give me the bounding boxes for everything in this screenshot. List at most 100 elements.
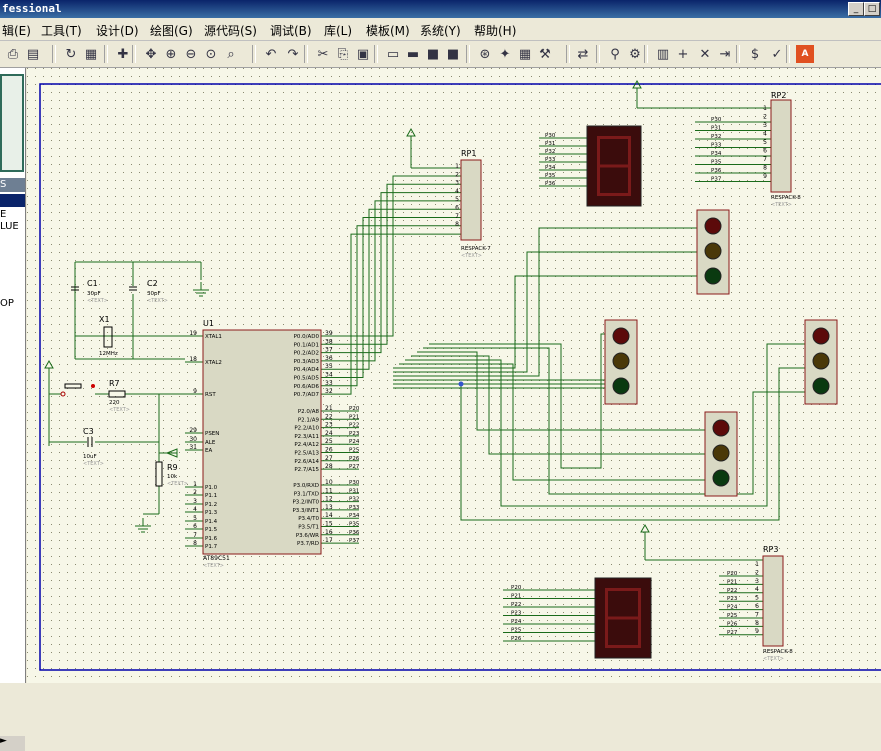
rp3-text: <TEXT>: [763, 656, 784, 662]
search-icon[interactable]: ⚲: [610, 46, 620, 62]
wire-autoroute-icon[interactable]: ⇄: [577, 46, 589, 62]
menu-source[interactable]: 源代码(S): [204, 24, 257, 38]
lamp-wire: [423, 347, 805, 495]
undo-icon[interactable]: ↶: [265, 46, 277, 62]
pin-name: RST: [205, 392, 216, 398]
zoom-all-icon[interactable]: ⊙: [205, 46, 217, 62]
zoom-in-icon[interactable]: ⊕: [165, 46, 177, 62]
p0-bus-wire: [339, 225, 461, 387]
menu-system[interactable]: 系统(Y): [420, 24, 461, 38]
block-move-icon[interactable]: ▬: [406, 46, 420, 62]
menu-library[interactable]: 库(L): [324, 24, 353, 38]
rp2-part: RESPACK-8: [771, 195, 801, 201]
green-lamp: [812, 377, 830, 395]
net-label: P32: [349, 497, 359, 503]
make-device-icon[interactable]: ✦: [499, 46, 511, 62]
netlist-icon[interactable]: ▥: [656, 46, 670, 62]
menu-edit[interactable]: 辑(E): [2, 24, 31, 38]
r9-text: <TEXT>: [167, 481, 188, 487]
title-bar: fessional _ □: [0, 0, 881, 18]
net-label: P31: [711, 126, 721, 132]
pin-number: 23: [325, 422, 333, 429]
pin-number: 4: [193, 506, 197, 513]
net-label: P22: [349, 423, 359, 429]
p0-bus-wire: [339, 208, 461, 370]
pin-number: 1: [763, 105, 767, 112]
selector-item[interactable]: OP: [0, 298, 14, 309]
menu-help[interactable]: 帮助(H): [474, 24, 517, 38]
net-label: P37: [349, 538, 360, 544]
copy-icon[interactable]: ⎘: [337, 46, 349, 62]
rp2-body: [770, 99, 792, 193]
pin-number: 3: [763, 122, 767, 129]
page-icon[interactable]: ▤: [26, 46, 40, 62]
selector-header: S: [0, 178, 25, 192]
redo-icon[interactable]: ↷: [287, 46, 299, 62]
net-label: P25: [727, 613, 738, 619]
lamp-wire: [460, 367, 805, 521]
pin-number: 26: [325, 447, 333, 454]
selector-item[interactable]: LUE: [0, 221, 19, 232]
pin-name: P0.6/AD6: [294, 384, 320, 390]
toolbar-separator: [252, 45, 256, 63]
toolbar: ⎙ ▤ ↻ ▦ ✚ ✥ ⊕ ⊖ ⊙ ⌕ ↶ ↷ ✂ ⎘ ▣ ▭ ▬ ■ ■ ⊛ ✦ ▦ ⚒ ⇄ ⚲ ⚙ ▥ + ✕ ⇥ $ ✓ A: [0, 41, 881, 68]
pan-icon[interactable]: ✥: [145, 46, 157, 62]
goto-sheet-icon[interactable]: ⇥: [719, 46, 731, 62]
yellow-lamp: [712, 444, 730, 462]
toolbar-separator: [52, 45, 56, 63]
toolbar-separator: [374, 45, 378, 63]
pin-number: 2: [455, 171, 459, 178]
pin-number: 6: [755, 603, 759, 610]
grid-icon[interactable]: ▦: [84, 46, 98, 62]
panel-scroll-arrow[interactable]: ►: [0, 736, 25, 751]
menu-tools[interactable]: 工具(T): [41, 24, 82, 38]
paste-icon[interactable]: ▣: [356, 46, 370, 62]
segment: [638, 588, 641, 618]
pin-number: 8: [763, 165, 767, 172]
block-copy-icon[interactable]: ▭: [386, 46, 400, 62]
net-label: P31: [349, 488, 359, 494]
origin-icon[interactable]: ✚: [117, 46, 129, 62]
cut-icon[interactable]: ✂: [317, 46, 329, 62]
zoom-area-icon[interactable]: ⌕: [227, 46, 235, 62]
decompose-icon[interactable]: ⚒: [539, 46, 551, 62]
selected-item[interactable]: [0, 194, 25, 207]
package-icon[interactable]: ▦: [518, 46, 532, 62]
block-delete-icon[interactable]: ■: [446, 46, 460, 62]
selector-item[interactable]: E: [0, 209, 7, 220]
bom-icon[interactable]: $: [750, 46, 760, 62]
pin-name: P1.4: [205, 519, 218, 525]
refresh-icon[interactable]: ↻: [65, 46, 77, 62]
erc-icon[interactable]: ✓: [771, 46, 783, 62]
pick-icon[interactable]: ⊛: [479, 46, 491, 62]
print-icon[interactable]: ⎙: [7, 46, 19, 62]
menu-debug[interactable]: 调试(B): [270, 24, 312, 38]
remove-sheet-icon[interactable]: ✕: [699, 46, 711, 62]
maximize-button[interactable]: □: [864, 2, 880, 16]
ares-icon[interactable]: A: [796, 45, 814, 63]
overview-thumbnail[interactable]: [0, 74, 24, 172]
net-label: P24: [511, 619, 522, 625]
net-label: P23: [727, 596, 738, 602]
pin-number: 22: [325, 413, 333, 420]
x1-value: 12MHz: [99, 351, 118, 357]
pin-number: 13: [325, 504, 333, 511]
segment: [628, 166, 631, 196]
segment: [605, 618, 608, 648]
minimize-button[interactable]: _: [848, 2, 864, 16]
zoom-out-icon[interactable]: ⊖: [185, 46, 197, 62]
menu-design[interactable]: 设计(D): [96, 24, 139, 38]
property-tool-icon[interactable]: ⚙: [629, 46, 641, 62]
rp3-part: RESPACK-8: [763, 649, 793, 655]
pin-number: 1: [193, 481, 197, 488]
new-sheet-icon[interactable]: +: [677, 46, 689, 62]
pin-name: P0.1/AD1: [294, 342, 319, 348]
menu-graph[interactable]: 绘图(G): [150, 24, 193, 38]
pin-number: 9: [193, 388, 197, 395]
yellow-lamp: [612, 352, 630, 370]
pin-name: P1.6: [205, 536, 218, 542]
menu-template[interactable]: 模板(M): [366, 24, 410, 38]
block-rotate-icon[interactable]: ■: [426, 46, 440, 62]
pin-number: 4: [755, 586, 759, 593]
